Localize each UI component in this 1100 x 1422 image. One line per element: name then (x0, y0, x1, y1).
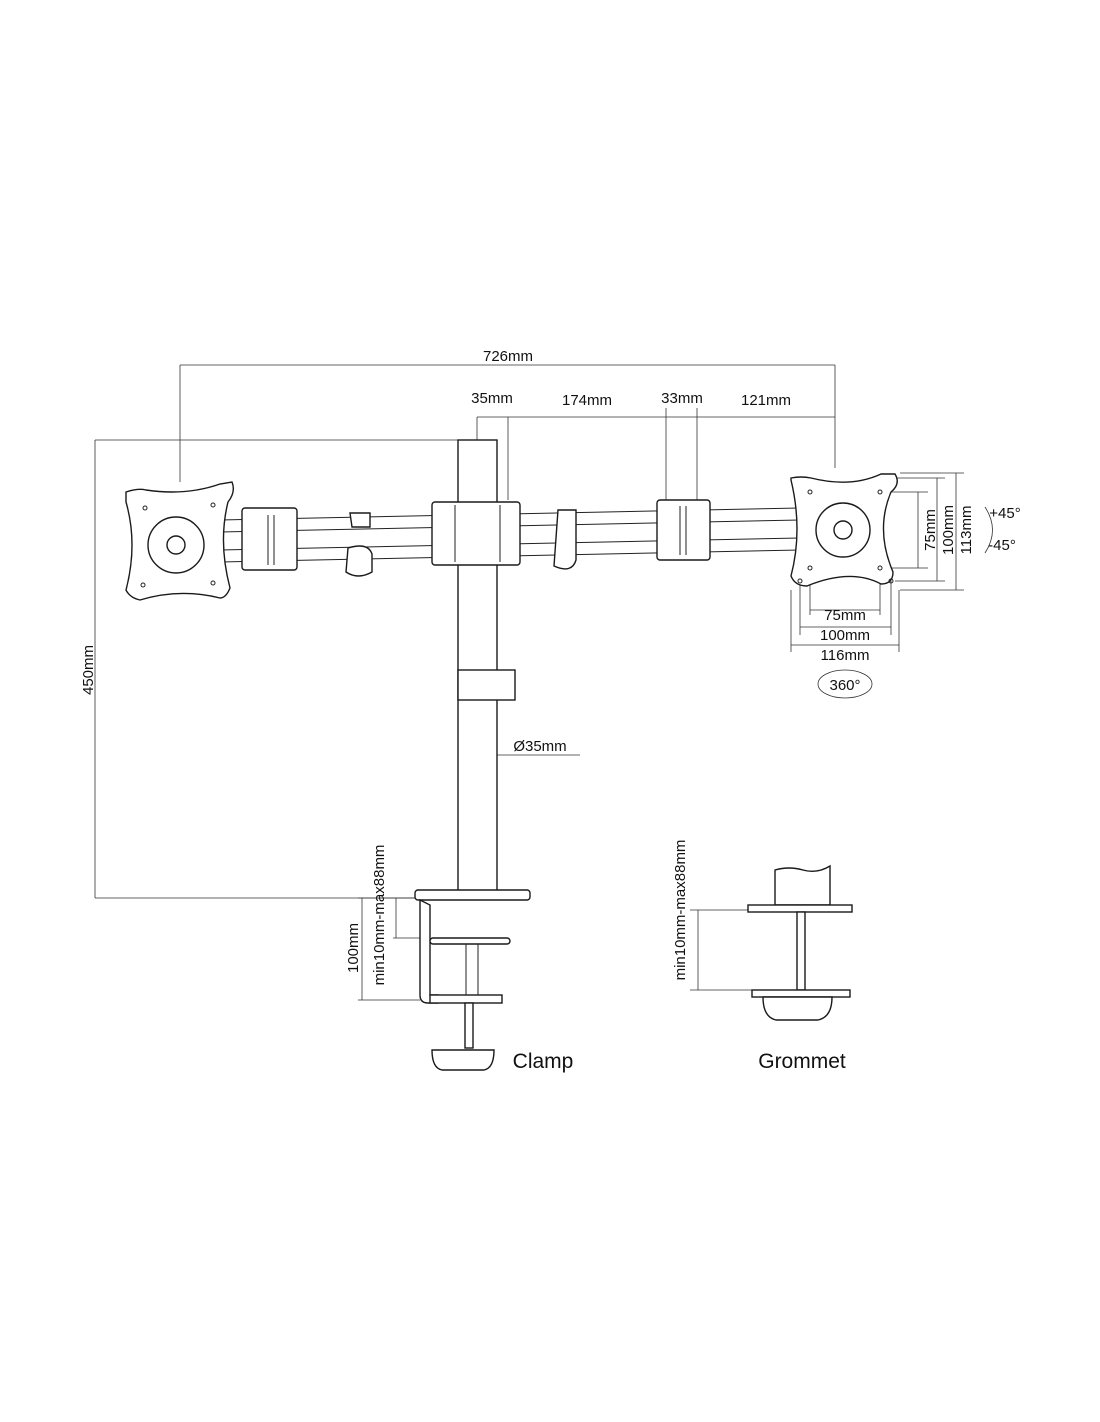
height-label: 450mm (80, 645, 97, 695)
vesa-vertical-small-label: 75mm (922, 509, 939, 551)
vesa-vertical-large-label: 100mm (940, 505, 957, 555)
plate-width-label: 116mm (821, 647, 870, 664)
pole-diameter-label: Ø35mm (513, 738, 566, 755)
clamp (414, 889, 531, 1071)
arm-segment-1-label: 174mm (562, 392, 612, 409)
tilt-up-label: +45° (989, 505, 1020, 522)
plate-height-label: 113mm (958, 506, 975, 555)
vesa-horizontal-small-label: 75mm (824, 607, 866, 624)
grommet (747, 864, 853, 1021)
right-vesa-plate (790, 473, 898, 587)
grommet-label: Grommet (758, 1050, 846, 1073)
arm-joints (241, 499, 711, 571)
tilt-down-label: -45° (988, 537, 1016, 554)
clamp-label: Clamp (513, 1050, 574, 1073)
rotation-label: 360° (829, 677, 860, 694)
overall-width-label: 726mm (483, 348, 533, 365)
vesa-horizontal-large-label: 100mm (820, 627, 870, 644)
pole-top-width-label: 35mm (471, 390, 513, 407)
left-vesa-plate (125, 481, 235, 601)
grommet-desk-range-label: min10mm-max88mm (672, 840, 689, 981)
joint-width-label: 33mm (661, 390, 703, 407)
clamp-desk-range-label: min10mm-max88mm (371, 845, 388, 986)
arm-segment-2-label: 121mm (741, 392, 791, 409)
dimension-lines (94, 364, 993, 1001)
clamp-height-label: 100mm (345, 923, 362, 973)
